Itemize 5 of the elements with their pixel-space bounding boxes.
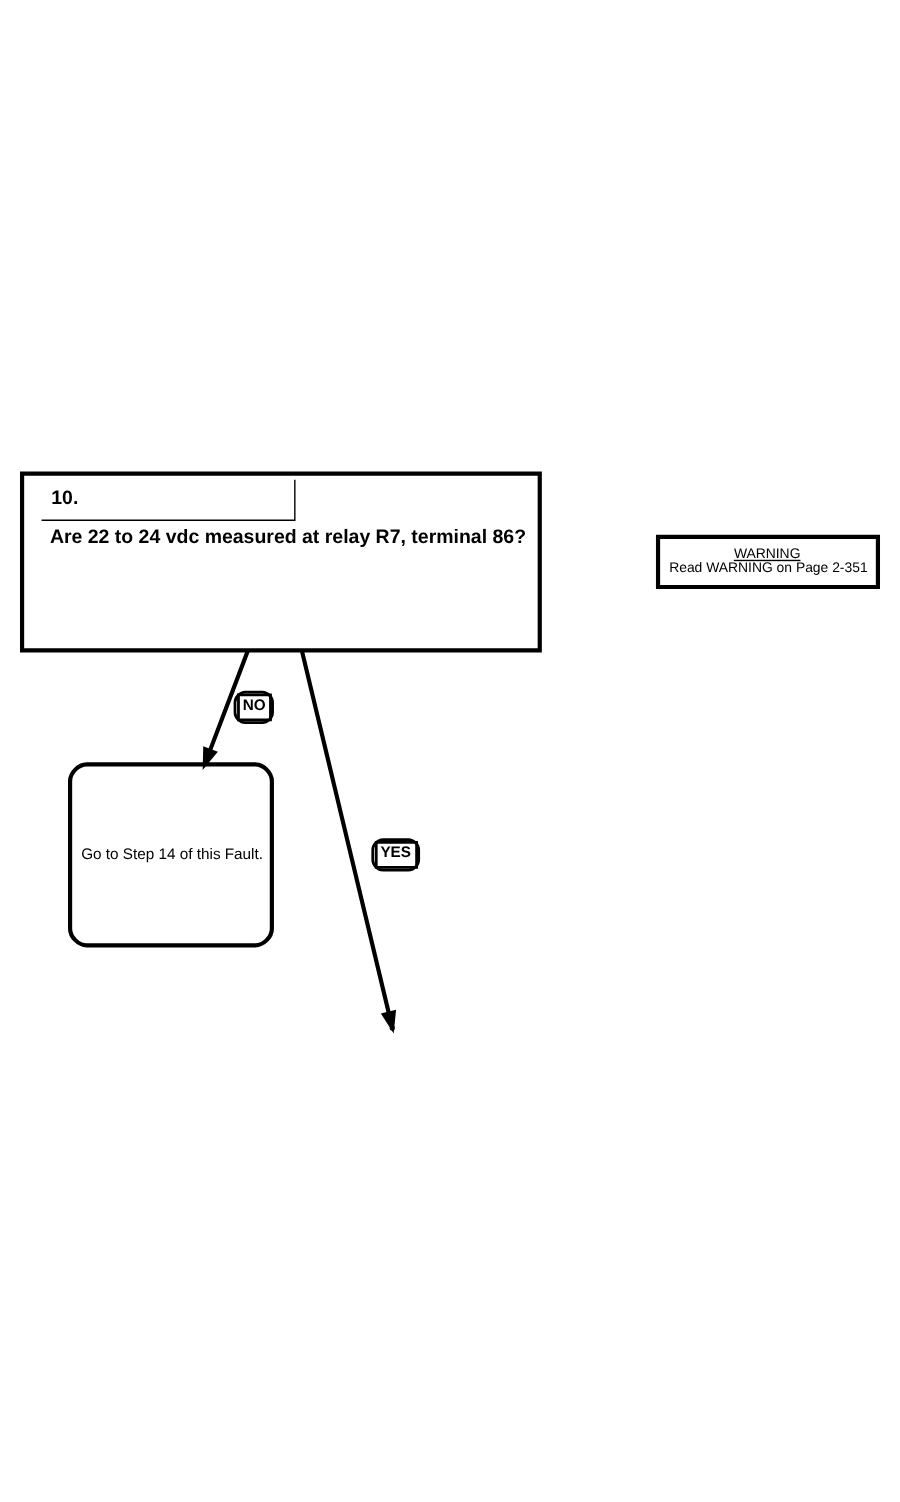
edge-label: YES	[380, 843, 412, 862]
arrow	[202, 649, 250, 770]
node-box: Go to Step 14 of this Fault.	[68, 762, 274, 948]
edge-label: NO	[242, 695, 266, 714]
node-box: 10. Are 22 to 24 vdc measured at relay R7, terminal 86?	[20, 471, 542, 653]
